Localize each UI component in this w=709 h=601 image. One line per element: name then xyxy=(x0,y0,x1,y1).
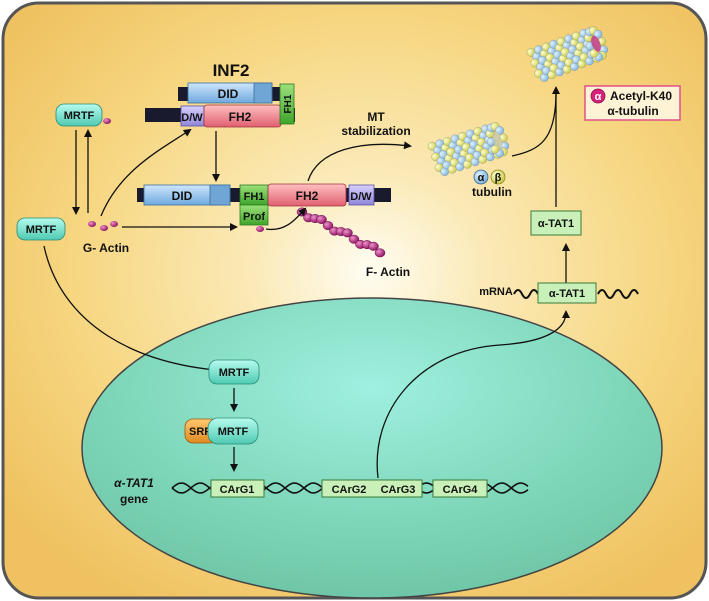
carg1-box xyxy=(210,479,265,498)
carg2-label: CArG2 xyxy=(332,484,367,496)
active-dw-label: D/W xyxy=(350,191,372,203)
atat1-protein-box xyxy=(530,210,582,236)
g-actin-bound-mrtf xyxy=(103,118,111,124)
arrow-mrtf-to-nucleus xyxy=(43,245,252,376)
acetyl-alpha-symbol: α xyxy=(595,91,602,103)
carg2-3-box xyxy=(321,479,423,498)
active-fh1-label: FH1 xyxy=(244,191,265,203)
srf-mrtf-box xyxy=(207,417,259,445)
f-actin-bead xyxy=(342,228,353,238)
arrow-gene-to-mrna xyxy=(376,310,570,479)
inactive-fh2-label: FH2 xyxy=(229,110,252,124)
f-actin-label: F- Actin xyxy=(366,265,410,279)
active-dw-domain xyxy=(348,184,375,206)
microtubule-acetylated xyxy=(526,26,608,82)
nucleus-mrtf-box xyxy=(208,359,260,385)
tubulin-ring-subunit xyxy=(495,126,505,135)
carg3-label: CArG3 xyxy=(381,484,416,496)
srf-mrtf-label: MRTF xyxy=(218,426,249,438)
inactive-fh1-domain xyxy=(279,83,295,125)
carg4-box xyxy=(432,479,488,498)
inactive-did-cap xyxy=(253,82,273,104)
acetyl-k40-line1: Acetyl-K40 xyxy=(610,89,672,103)
atat1-protein-label: α-TAT1 xyxy=(538,218,574,230)
tubulin-label: tubulin xyxy=(472,185,512,199)
f-actin-bead xyxy=(374,248,386,258)
microtubule-body xyxy=(427,122,510,177)
gene-label-line2: gene xyxy=(120,492,148,506)
active-inf2: DID FH1 Prof FH2 D/W xyxy=(137,183,391,226)
microtubule-tubulin xyxy=(427,122,510,177)
srf-label: SRF xyxy=(189,426,211,438)
gene-label-line1: α-TAT1 xyxy=(114,476,154,490)
inactive-fh1-label: FH1 xyxy=(283,94,294,113)
beta-tubulin-icon xyxy=(490,169,506,185)
nucleus-mrtf-label: MRTF xyxy=(219,367,250,379)
mrna-wave-right xyxy=(597,289,639,299)
mrtf-top-box xyxy=(55,103,103,127)
inf2-title: INF2 xyxy=(213,61,250,80)
microtubule-lumen xyxy=(591,35,601,52)
g-actin-monomer-2 xyxy=(100,225,108,231)
inactive-did-label: DID xyxy=(218,87,239,101)
alpha-tubulin-icon xyxy=(473,169,489,185)
beta-tubulin-symbol: β xyxy=(495,172,502,184)
acetyl-alpha-icon xyxy=(590,88,606,104)
nucleus xyxy=(81,297,663,599)
mrna-wave-left xyxy=(513,289,539,299)
atat1-mrna-label: α-TAT1 xyxy=(549,288,585,300)
arrow-to-mt-stabilization xyxy=(307,141,412,182)
mt-stabilization-line1: MT xyxy=(367,110,385,124)
f-actin-bead xyxy=(316,215,327,224)
tubulin-ring-subunit xyxy=(593,29,603,39)
g-actin-label: G- Actin xyxy=(83,241,129,255)
mrtf-top-label: MRTF xyxy=(64,110,95,122)
active-prof-label: Prof xyxy=(243,211,265,223)
mrtf-mid-label: MRTF xyxy=(26,224,57,236)
arrow-prof-to-fh2 xyxy=(265,207,307,231)
alpha-tubulin-symbol: α xyxy=(478,172,485,184)
g-actin-on-prof xyxy=(256,226,264,232)
active-did-label: DID xyxy=(172,189,193,203)
inactive-dw-label: D/W xyxy=(181,112,203,124)
f-actin-bead xyxy=(368,241,379,251)
active-prof-domain xyxy=(239,204,269,226)
g-actin-monomer-3 xyxy=(110,221,118,227)
microtubule-body xyxy=(526,26,608,82)
arrow-g-actin-to-inf2 xyxy=(100,128,192,217)
carg1-label: CArG1 xyxy=(220,484,255,496)
acetyl-k40-line2: α-tubulin xyxy=(607,104,658,118)
mt-stabilization-line2: stabilization xyxy=(341,124,410,138)
mrna-label: mRNA xyxy=(479,286,513,298)
atat1-mrna-box xyxy=(537,282,597,304)
g-actin-monomer-1 xyxy=(88,221,96,227)
f-actin-bead xyxy=(348,234,360,244)
mrtf-mid-box xyxy=(16,217,66,241)
microtubule-lumen xyxy=(492,131,503,148)
carg4-label: CArG4 xyxy=(443,484,479,496)
f-actin-bead xyxy=(322,221,334,231)
active-did-cap xyxy=(209,184,231,206)
active-fh2-domain xyxy=(267,183,347,207)
inactive-inf2: DID D/W FH2 FH1 xyxy=(145,82,295,128)
active-fh2-label: FH2 xyxy=(296,189,319,203)
